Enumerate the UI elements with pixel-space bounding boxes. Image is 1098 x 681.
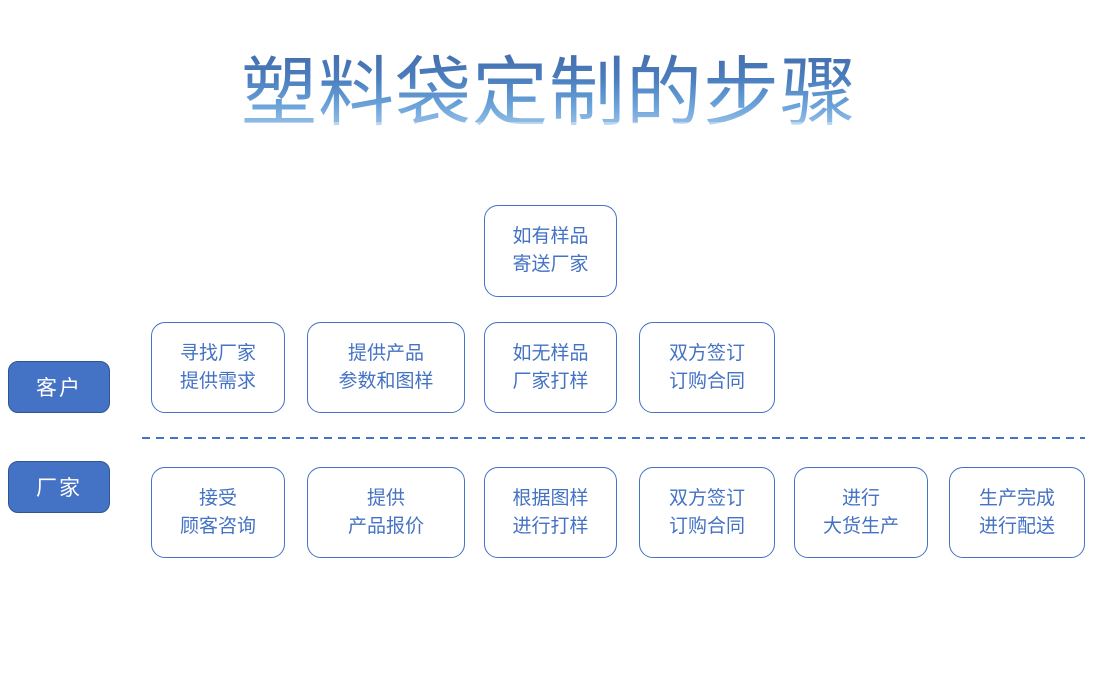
step-line: 订购合同 <box>668 370 745 392</box>
lane-label-text: 厂家 <box>36 477 82 500</box>
lane-label-factory: 厂家 <box>8 461 110 513</box>
step-line: 双方签订 <box>668 487 745 509</box>
step-line: 订购合同 <box>668 515 745 537</box>
step-box-customer-2: 提供产品 参数和图样 <box>307 322 465 413</box>
step-box-customer-optional-sample: 如有样品 寄送厂家 <box>484 205 617 297</box>
lane-label-text: 客户 <box>36 377 82 400</box>
step-box-customer-3: 如无样品 厂家打样 <box>484 322 617 413</box>
step-line: 如有样品 <box>512 226 589 247</box>
step-box-customer-4: 双方签订 订购合同 <box>639 322 775 413</box>
step-line: 大货生产 <box>822 515 899 537</box>
step-line: 提供 <box>366 487 405 509</box>
step-line: 生产完成 <box>978 487 1055 509</box>
title-reflection-area: 塑料袋定制的步骤 <box>0 121 1098 182</box>
step-box-factory-3: 根据图样 进行打样 <box>484 467 617 558</box>
step-line: 双方签订 <box>668 342 745 364</box>
step-line: 提供需求 <box>179 370 256 392</box>
step-line: 进行打样 <box>512 515 589 537</box>
lane-divider-dashed-line <box>142 437 1085 439</box>
step-line: 寻找厂家 <box>179 342 256 364</box>
step-line: 提供产品 <box>347 342 424 364</box>
step-line: 参数和图样 <box>338 370 434 392</box>
step-line: 进行配送 <box>978 515 1055 537</box>
step-line: 顾客咨询 <box>179 515 256 537</box>
step-box-factory-6: 生产完成 进行配送 <box>949 467 1085 558</box>
step-box-customer-1: 寻找厂家 提供需求 <box>151 322 285 413</box>
step-line: 产品报价 <box>347 515 424 537</box>
step-box-factory-5: 进行 大货生产 <box>794 467 928 558</box>
step-line: 进行 <box>841 487 880 509</box>
step-line: 接受 <box>198 487 237 509</box>
title-block: 塑料袋定制的步骤 塑料袋定制的步骤 <box>0 54 1098 182</box>
step-box-factory-1: 接受 顾客咨询 <box>151 467 285 558</box>
step-box-factory-2: 提供 产品报价 <box>307 467 465 558</box>
page-title: 塑料袋定制的步骤 <box>241 51 857 136</box>
step-line: 寄送厂家 <box>512 254 589 275</box>
step-line: 根据图样 <box>512 487 589 509</box>
step-line: 如无样品 <box>512 342 589 364</box>
step-box-factory-4: 双方签订 订购合同 <box>639 467 775 558</box>
step-line: 厂家打样 <box>512 370 589 392</box>
lane-label-customer: 客户 <box>8 361 110 413</box>
